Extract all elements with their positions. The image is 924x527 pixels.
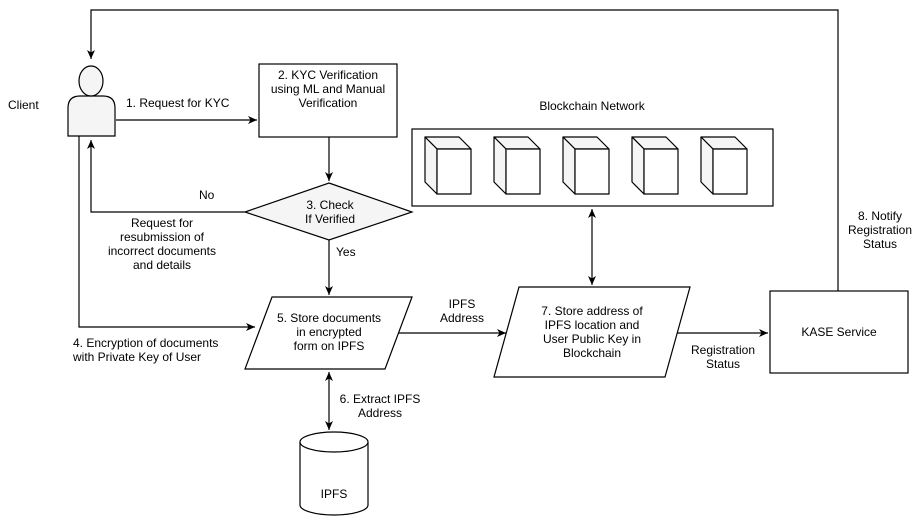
step5-line: 5. Store documents [276, 311, 382, 325]
step2-label: 2. KYC Verification using ML and Manual … [259, 68, 397, 110]
step8-line: Status [862, 237, 898, 251]
ipfs-label: IPFS [320, 487, 348, 501]
resubmission-line: resubmission of [119, 230, 205, 244]
step7-line: IPFS location and [544, 318, 640, 332]
kyc-verification-box [258, 63, 398, 138]
ipfs-address-label: IPFS Address [432, 297, 492, 325]
store-documents-box [244, 296, 413, 370]
kase-service-box [769, 290, 909, 374]
step7-line: 7. Store address of [541, 304, 643, 318]
ipfs-address-line: Address [439, 311, 485, 325]
block-cube-icon [562, 136, 610, 195]
edge-no-to-client [87, 140, 245, 213]
step4-line: 4. Encryption of documents [73, 336, 219, 350]
no-label: No [199, 188, 215, 202]
step8-label: 8. Notify Registration Status [840, 209, 920, 251]
client-actor-icon [67, 65, 116, 137]
step4-line: with Private Key of User [73, 350, 202, 364]
step2-line: Verification [298, 96, 358, 110]
store-address-box [493, 286, 691, 378]
step6-line: Address [357, 406, 403, 420]
resubmission-label: Request for resubmission of incorrect do… [92, 216, 232, 272]
blockchain-blocks [424, 136, 748, 195]
step5-line: in encrypted [296, 325, 362, 339]
step1-label: 1. Request for KYC [126, 96, 230, 110]
kase-service-label: KASE Service [801, 325, 877, 339]
registration-status-line: Status [705, 357, 741, 371]
block-cube-icon [493, 136, 541, 195]
block-cube-icon [631, 136, 679, 195]
step3-label: 3. Check If Verified [285, 198, 375, 226]
step7-label: 7. Store address of IPFS location and Us… [512, 304, 672, 360]
step2-line: 2. KYC Verification [277, 68, 379, 82]
step8-line: Registration [847, 223, 913, 237]
block-cube-icon [424, 136, 472, 195]
resubmission-line: Request for [130, 216, 194, 230]
step2-line: using ML and Manual [270, 82, 386, 96]
step7-line: User Public Key in [542, 332, 642, 346]
registration-status-label: Registration Status [678, 343, 768, 371]
edge-encryption-to-store [78, 136, 255, 331]
step3-line: 3. Check [306, 198, 354, 212]
step6-label: 6. Extract IPFS Address [330, 392, 430, 420]
registration-status-line: Registration [690, 343, 756, 357]
yes-label: Yes [336, 245, 356, 259]
step5-label: 5. Store documents in encrypted form on … [266, 311, 392, 353]
step4-label: 4. Encryption of documents with Private … [73, 336, 218, 364]
step5-line: form on IPFS [293, 339, 365, 353]
step3-line: If Verified [304, 212, 356, 226]
resubmission-line: incorrect documents [107, 244, 217, 258]
ipfs-database-icon [299, 431, 369, 516]
client-label: Client [8, 98, 39, 112]
ipfs-address-line: IPFS [448, 297, 476, 311]
step6-line: 6. Extract IPFS [339, 392, 421, 406]
block-cube-icon [700, 136, 748, 195]
step8-line: 8. Notify [857, 209, 902, 223]
edge-notify-client [87, 9, 839, 291]
blockchain-network-label: Blockchain Network [539, 99, 645, 113]
resubmission-line: and details [132, 258, 192, 272]
step7-line: Blockchain [562, 346, 622, 360]
